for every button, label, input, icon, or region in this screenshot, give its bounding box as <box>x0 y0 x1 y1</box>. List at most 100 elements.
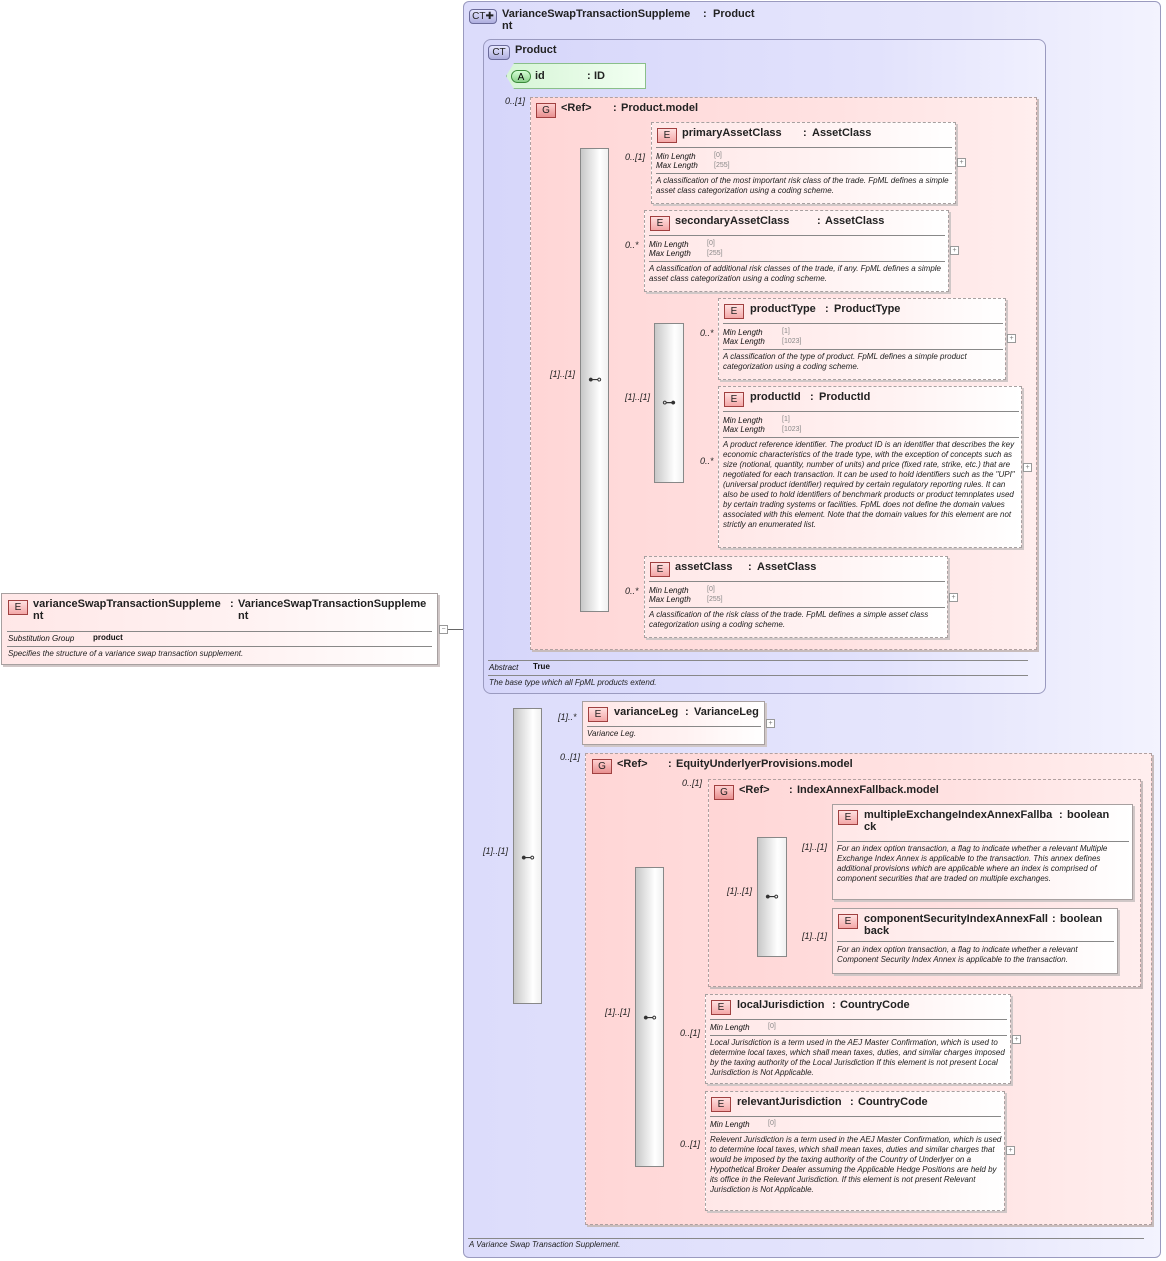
expand-toggle[interactable]: + <box>1012 1035 1021 1044</box>
type-separator: : <box>703 8 707 20</box>
cardinality-label: 0..[1] <box>505 96 526 106</box>
abstract-value: True <box>533 662 550 671</box>
element-product-type[interactable]: E productType : ProductType Min Length [… <box>718 298 1006 380</box>
complex-type-badge: CT <box>488 45 510 60</box>
element-name: componentSecurityIndexAnnexFall back <box>864 913 1048 937</box>
element-badge: E <box>588 707 608 722</box>
element-doc: Relevent Jurisdiction is a term used in … <box>710 1135 1002 1194</box>
element-primary-asset-class[interactable]: E primaryAssetClass : AssetClass Min Len… <box>651 122 956 204</box>
outer-type-name: VarianceSwapTransactionSuppleme nt <box>502 8 691 32</box>
expand-toggle[interactable]: + <box>1006 1146 1015 1155</box>
element-badge: E <box>838 914 858 929</box>
facet-label: Min Length <box>710 1023 750 1032</box>
facet-value: [0] <box>707 240 715 247</box>
subst-group-label: Substitution Group <box>8 634 75 643</box>
attribute-name: id <box>535 70 545 82</box>
element-type: boolean <box>1067 809 1110 821</box>
root-element-box[interactable]: E varianceSwapTransactionSuppleme nt : V… <box>1 593 438 665</box>
group-ref: <Ref> <box>617 758 648 770</box>
element-type: VarianceLeg <box>694 706 759 718</box>
expand-toggle[interactable]: + <box>950 246 959 255</box>
element-secondary-asset-class[interactable]: E secondaryAssetClass : AssetClass Min L… <box>644 210 949 292</box>
group-badge: G <box>536 103 556 118</box>
element-relevant-jurisdiction[interactable]: E relevantJurisdiction : CountryCode Min… <box>705 1091 1005 1211</box>
element-product-id[interactable]: E productId : ProductId Min Length [1] M… <box>718 386 1022 548</box>
cardinality-label: 0..* <box>625 240 639 250</box>
facet-label: Max Length <box>656 161 698 170</box>
type-separator: : <box>817 215 821 227</box>
element-asset-class[interactable]: E assetClass : AssetClass Min Length [0]… <box>644 556 948 638</box>
facet-value: [255] <box>707 596 723 603</box>
cardinality-label: [1]..[1] <box>802 842 828 852</box>
element-type: ProductId <box>819 391 871 403</box>
group-badge: G <box>714 785 734 800</box>
sequence-icon: ⊷ <box>521 849 535 865</box>
group-name: Product.model <box>621 102 699 114</box>
type-separator: : <box>789 784 793 796</box>
element-name: multipleExchangeIndexAnnexFallba ck <box>864 809 1053 833</box>
collapse-toggle[interactable]: − <box>439 625 448 634</box>
expand-toggle[interactable]: + <box>1023 463 1032 472</box>
type-separator: : <box>832 999 836 1011</box>
product-type-doc: The base type which all FpML products ex… <box>489 678 657 687</box>
element-doc: A classification of additional risk clas… <box>649 264 941 283</box>
expand-toggle[interactable]: + <box>949 593 958 602</box>
element-local-jurisdiction[interactable]: E localJurisdiction : CountryCode Min Le… <box>705 994 1011 1084</box>
cardinality-label: 0..* <box>700 456 714 466</box>
group-name: EquityUnderlyerProvisions.model <box>676 758 853 770</box>
element-name: localJurisdiction <box>737 999 825 1011</box>
facet-value: [255] <box>714 162 730 169</box>
abstract-label: Abstract <box>489 663 519 672</box>
expand-toggle[interactable]: + <box>1007 334 1016 343</box>
element-name: primaryAssetClass <box>682 127 782 139</box>
cardinality-label: 0..[1] <box>682 778 703 788</box>
element-name: assetClass <box>675 561 733 573</box>
expand-toggle[interactable]: + <box>766 719 775 728</box>
facet-label: Min Length <box>723 328 763 337</box>
facet-value: [1] <box>782 328 790 335</box>
element-type: ProductType <box>834 303 901 315</box>
element-type: AssetClass <box>757 561 817 573</box>
element-component-security-index-annex-fallback[interactable]: E componentSecurityIndexAnnexFall back :… <box>832 908 1118 974</box>
cardinality-label: 0..* <box>700 328 714 338</box>
sequence-icon: ⊷ <box>588 371 602 387</box>
element-doc: Variance Leg. <box>587 729 637 738</box>
element-badge: E <box>650 216 670 231</box>
facet-value: [0] <box>707 586 715 593</box>
element-name: relevantJurisdiction <box>737 1096 842 1108</box>
element-type: AssetClass <box>825 215 885 227</box>
cardinality-label: [1]..* <box>558 712 577 722</box>
element-doc: Local Jurisdiction is a term used in the… <box>710 1038 1005 1077</box>
group-badge: G <box>592 759 612 774</box>
element-doc: For an index option transaction, a flag … <box>837 844 1108 883</box>
facet-value: [1023] <box>782 338 802 345</box>
product-type-name: Product <box>515 44 557 56</box>
extension-icon: ✚ <box>485 11 494 22</box>
element-badge: E <box>838 810 858 825</box>
expand-toggle[interactable]: + <box>957 158 966 167</box>
element-multiple-exchange-index-annex-fallback[interactable]: E multipleExchangeIndexAnnexFallba ck : … <box>832 804 1133 900</box>
sequence-compositor: ⊷ <box>635 867 664 1167</box>
type-separator: : <box>668 758 672 770</box>
facet-value: [0] <box>768 1023 776 1030</box>
attribute-type: ID <box>594 70 605 82</box>
element-name: secondaryAssetClass <box>675 215 790 227</box>
cardinality-label: [1]..[1] <box>625 392 651 402</box>
cardinality-label: 0..[1] <box>680 1139 701 1149</box>
facet-value: [1023] <box>782 426 802 433</box>
element-badge: E <box>711 1097 731 1112</box>
type-separator: : <box>587 70 591 82</box>
element-doc: A classification of the risk class of th… <box>649 610 929 629</box>
element-doc: For an index option transaction, a flag … <box>837 945 1078 964</box>
type-separator: : <box>230 598 234 610</box>
root-element-type: VarianceSwapTransactionSuppleme nt <box>238 598 427 622</box>
outer-type-base: Product <box>713 8 755 20</box>
facet-value: [255] <box>707 250 723 257</box>
attribute-id[interactable]: A id : ID <box>506 63 646 89</box>
complex-type-badge: CT✚ <box>469 9 497 24</box>
cardinality-label: [1]..[1] <box>802 931 828 941</box>
element-doc: A classification of the type of product.… <box>723 352 967 371</box>
cardinality-label: 0..* <box>625 586 639 596</box>
element-variance-leg[interactable]: E varianceLeg : VarianceLeg Variance Leg… <box>582 701 765 745</box>
choice-compositor: ⊶ <box>654 323 684 483</box>
